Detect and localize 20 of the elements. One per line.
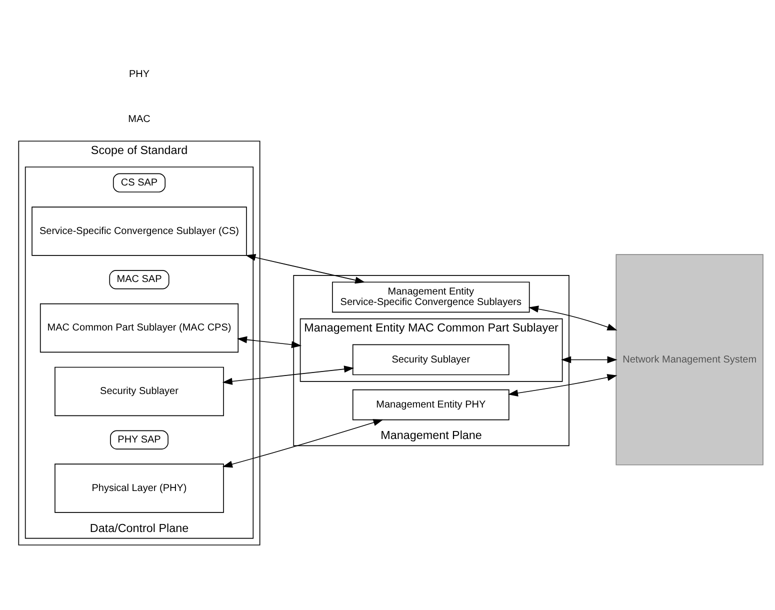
node-box: Network Management System xyxy=(616,254,764,465)
label: MAC xyxy=(128,114,150,125)
node-box: Management Entity Service-Specific Convergence Sublayers xyxy=(332,281,530,312)
arrow xyxy=(528,305,618,330)
arrow xyxy=(222,418,384,468)
arrow xyxy=(222,365,354,384)
arrow xyxy=(561,356,618,363)
node-box: Management Entity PHY xyxy=(352,388,510,420)
arrow xyxy=(246,254,366,284)
label: PHY xyxy=(128,68,150,80)
node-box: Security Sublayer xyxy=(352,344,510,375)
node-box: MAC Common Part Sublayer (MAC CPS) xyxy=(40,302,239,352)
node-box: CS SAP xyxy=(112,172,166,192)
node-box: Security Sublayer xyxy=(54,366,224,416)
node-box: Service-Specific Convergence Sublayer (CS) xyxy=(32,206,247,256)
arrow xyxy=(508,374,618,396)
node-box: PHY SAP xyxy=(110,430,168,449)
node-box: MAC SAP xyxy=(109,270,170,289)
arrow xyxy=(237,336,302,348)
node-box: Physical Layer (PHY) xyxy=(54,463,224,512)
